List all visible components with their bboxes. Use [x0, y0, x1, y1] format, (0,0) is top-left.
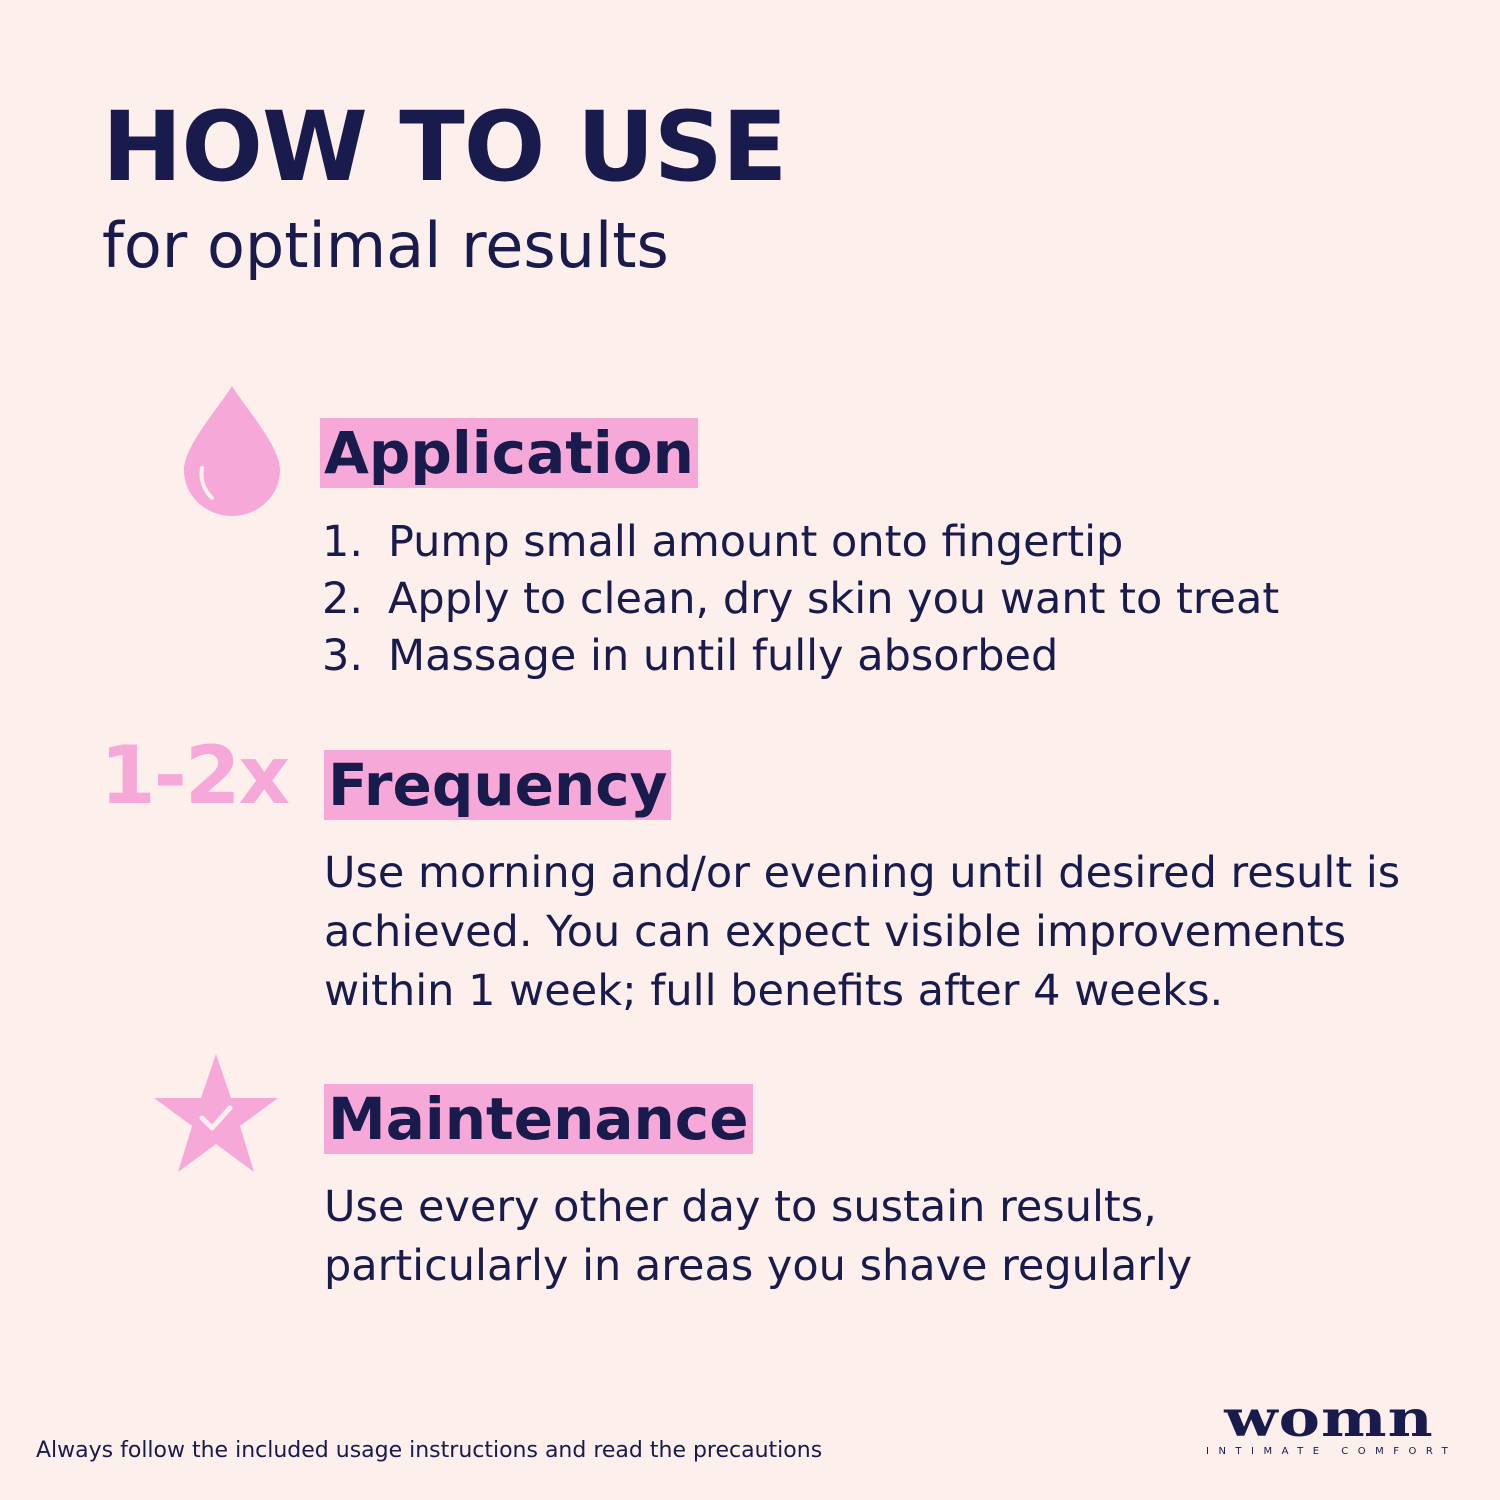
- frequency-text: Use morning and/or evening until desired…: [324, 848, 1401, 1016]
- step-number: 3.: [322, 631, 364, 681]
- step-text: Apply to clean, dry skin you want to tre…: [388, 574, 1280, 624]
- page-title: HOW TO USE: [102, 91, 787, 203]
- frequency-badge: 1-2x: [100, 729, 290, 822]
- step-text: Pump small amount onto fingertip: [388, 517, 1124, 567]
- precautions-note: Always follow the included usage instruc…: [36, 1438, 823, 1463]
- list-item: 2. Apply to clean, dry skin you want to t…: [322, 571, 1279, 628]
- brand-logo: womn INTIMATE COMFORT: [1206, 1388, 1452, 1457]
- brand-tagline: INTIMATE COMFORT: [1206, 1446, 1458, 1457]
- star-check-icon: [154, 1054, 278, 1172]
- list-item: 3. Massage in until fully absorbed: [322, 628, 1279, 685]
- step-text: Massage in until fully absorbed: [388, 631, 1059, 681]
- frequency-heading: Frequency: [324, 750, 672, 820]
- maintenance-heading: Maintenance: [324, 1084, 753, 1154]
- step-number: 1.: [322, 517, 364, 567]
- maintenance-text: Use every other day to sustain results, …: [324, 1182, 1193, 1291]
- list-item: 1. Pump small amount onto fingertip: [322, 514, 1279, 571]
- step-number: 2.: [322, 574, 364, 624]
- brand-name: womn: [1224, 1388, 1434, 1449]
- droplet-icon: [184, 386, 280, 516]
- application-heading: Application: [320, 418, 698, 488]
- page-subtitle: for optimal results: [102, 209, 669, 282]
- application-steps: 1. Pump small amount onto fingertip 2. App…: [322, 514, 1279, 685]
